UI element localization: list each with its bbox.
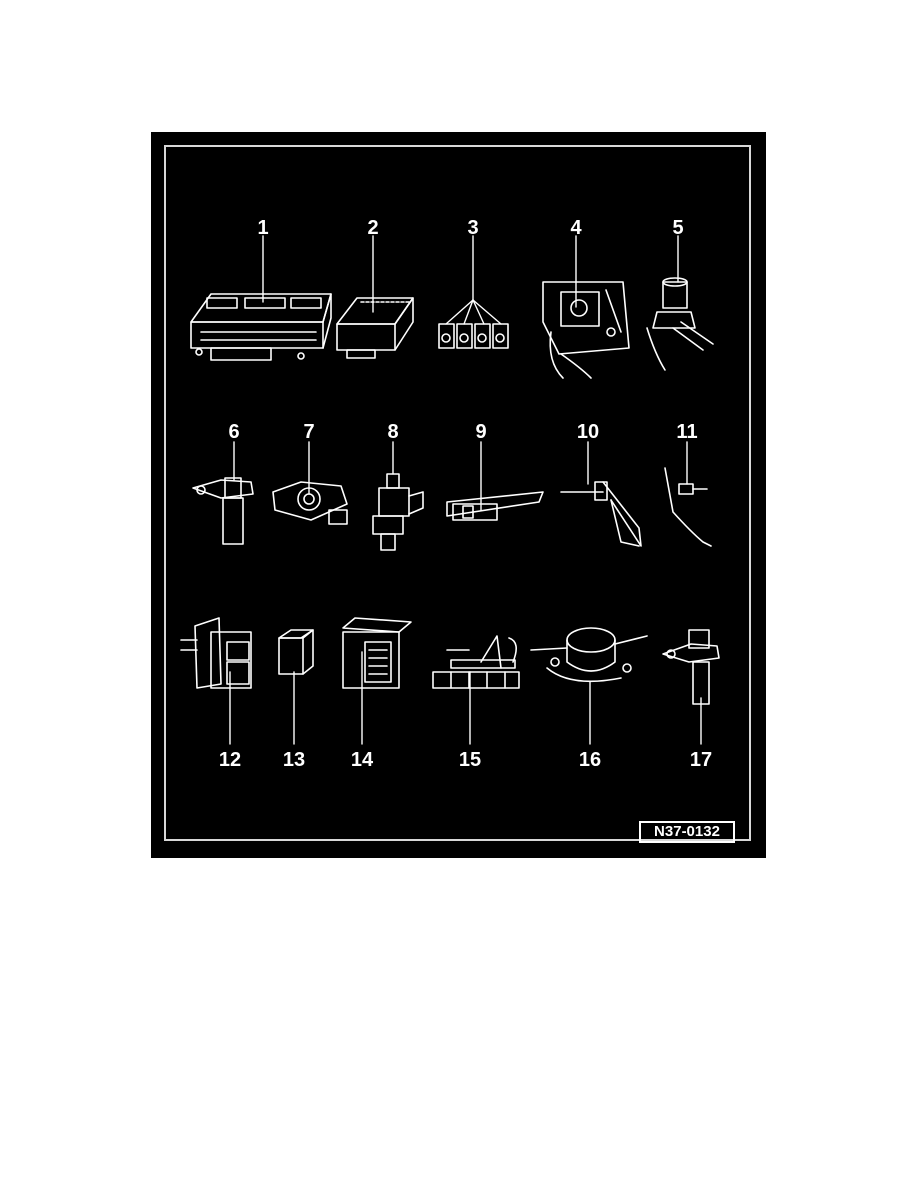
- diagram-frame: [164, 145, 751, 841]
- callout-8: 8: [387, 421, 399, 443]
- callout-17: 17: [689, 749, 713, 771]
- callout-15: 15: [458, 749, 482, 771]
- callout-5: 5: [672, 217, 684, 239]
- callout-11: 11: [676, 421, 698, 443]
- callout-6: 6: [228, 421, 240, 443]
- callout-14: 14: [350, 749, 374, 771]
- ecu-box-illustration: [336, 297, 414, 359]
- speed-sensor-17-illustration: [662, 629, 720, 705]
- switch-12-illustration: [180, 617, 252, 689]
- bracket-sensor-illustration: [446, 491, 544, 521]
- callout-4: 4: [570, 217, 582, 239]
- housing-sensor-illustration: [530, 627, 648, 683]
- solenoid-valve-illustration: [372, 473, 424, 551]
- figure-reference-code: N37-0132: [639, 821, 735, 843]
- position-sensor-illustration: [272, 481, 348, 525]
- brake-pedal-11-illustration: [664, 467, 712, 547]
- gear-indicator-illustration: [432, 635, 520, 689]
- leader-lines: [229, 235, 702, 745]
- callout-13: 13: [282, 749, 306, 771]
- component-overview-diagram: 1 2 3 4 5 6 7 8 9 10 11 12 13 14 15 16 1…: [151, 132, 766, 858]
- speed-sensor-6-illustration: [192, 477, 254, 545]
- callout-9: 9: [475, 421, 487, 443]
- pedal-switch-10-illustration: [560, 481, 642, 547]
- pressure-sensor-illustration: [646, 277, 714, 371]
- callout-12: 12: [218, 749, 242, 771]
- relays-illustration: [438, 323, 509, 349]
- component-illustrations: [180, 235, 720, 745]
- hydraulic-unit-illustration: [542, 281, 630, 379]
- callout-7: 7: [303, 421, 315, 443]
- callout-10: 10: [576, 421, 600, 443]
- control-unit-illustration: [190, 293, 332, 361]
- callout-1: 1: [257, 217, 269, 239]
- callout-2: 2: [367, 217, 379, 239]
- callout-3: 3: [467, 217, 479, 239]
- relay-13-illustration: [278, 629, 314, 675]
- display-module-illustration: [342, 617, 412, 689]
- callout-16: 16: [578, 749, 602, 771]
